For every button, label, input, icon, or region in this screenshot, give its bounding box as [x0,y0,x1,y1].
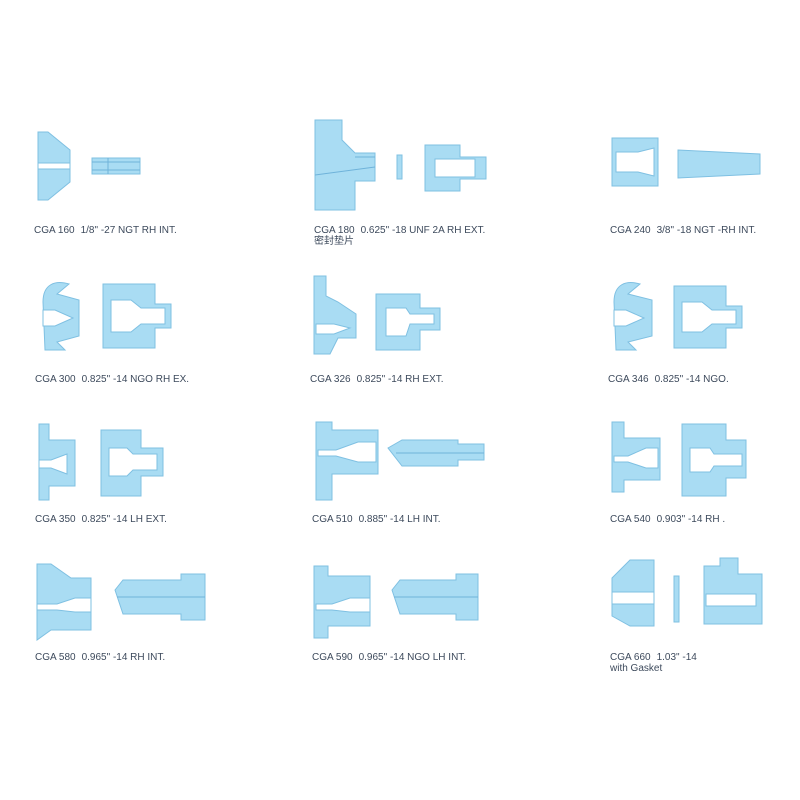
fitting-label: CGA 240 3/8" -18 NGT -RH INT. [610,225,756,236]
fitting-note: with Gasket [610,663,663,674]
fitting-label: CGA 580 0.965" -14 RH INT. [35,652,165,663]
fitting-code: CGA 326 [310,374,351,385]
fitting-label: CGA 346 0.825" -14 NGO. [608,374,729,385]
fitting-spec: 0.825" -14 NGO RH EX. [81,374,190,385]
cga-350-drawing [38,423,164,501]
cga-240-drawing [611,137,761,187]
fitting-code: CGA 590 [312,652,353,663]
fitting-label: CGA 180 0.625" -18 UNF 2A RH EXT. 密封垫片 [314,225,485,247]
fitting-code: CGA 580 [35,652,76,663]
fitting-cga-326: CGA 326 0.825" -14 RH EXT. [310,268,570,413]
fitting-label: CGA 660 1.03" -14 with Gasket [610,652,697,674]
fitting-spec: 0.825" -14 RH EXT. [356,374,444,385]
cga-590-drawing [313,565,479,639]
cga-160-drawing [37,131,141,201]
fitting-cga-540: CGA 540 0.903" -14 RH . [610,418,800,563]
fitting-label: CGA 326 0.825" -14 RH EXT. [310,374,444,385]
fitting-code: CGA 240 [610,225,651,236]
fitting-spec: 0.903" -14 RH . [656,514,726,525]
fitting-spec: 0.965" -14 RH INT. [81,652,166,663]
fitting-spec: 0.885" -14 LH INT. [358,514,441,525]
fitting-spec: 0.965" -14 NGO LH INT. [358,652,467,663]
fitting-label: CGA 510 0.885" -14 LH INT. [312,514,441,525]
fitting-code: CGA 180 [314,225,355,236]
cga-346-drawing [613,282,743,351]
fitting-code: CGA 350 [35,514,76,525]
cga-580-drawing [36,563,206,641]
fitting-label: CGA 540 0.903" -14 RH . [610,514,725,525]
fitting-code: CGA 346 [608,374,649,385]
fitting-label: CGA 590 0.965" -14 NGO LH INT. [312,652,466,663]
fitting-spec: 0.825" -14 LH EXT. [81,514,167,525]
cga-300-drawing [42,282,172,351]
fitting-cga-660: CGA 660 1.03" -14 with Gasket [610,556,800,701]
fitting-cga-590: CGA 590 0.965" -14 NGO LH INT. [312,562,572,707]
fitting-cga-180: CGA 180 0.625" -18 UNF 2A RH EXT. 密封垫片 [310,115,570,260]
fitting-spec: 0.825" -14 NGO. [654,374,729,385]
fitting-cga-510: CGA 510 0.885" -14 LH INT. [312,418,572,563]
fitting-code: CGA 660 [610,652,651,663]
fitting-spec: 1.03" -14 [656,652,697,663]
fitting-code: CGA 540 [610,514,651,525]
fitting-spec: 0.625" -18 UNF 2A RH EXT. [360,225,486,236]
fitting-cga-346: CGA 346 0.825" -14 NGO. [608,272,800,417]
fitting-cga-240: CGA 240 3/8" -18 NGT -RH INT. [610,130,800,275]
fitting-cga-300: CGA 300 0.825" -14 NGO RH EX. [35,272,295,417]
cga-660-drawing [611,557,763,627]
fitting-cga-350: CGA 350 0.825" -14 LH EXT. [35,418,295,563]
cga-540-drawing [611,421,747,497]
fitting-label: CGA 160 1/8" -27 NGT RH INT. [34,225,177,236]
fitting-cga-580: CGA 580 0.965" -14 RH INT. [35,562,295,707]
fitting-note: 密封垫片 [314,236,354,247]
fitting-spec: 3/8" -18 NGT -RH INT. [656,225,757,236]
fitting-code: CGA 160 [34,225,75,236]
fitting-label: CGA 350 0.825" -14 LH EXT. [35,514,167,525]
fitting-code: CGA 300 [35,374,76,385]
cga-180-drawing [314,119,487,211]
fitting-label: CGA 300 0.825" -14 NGO RH EX. [35,374,189,385]
fitting-cga-160: CGA 160 1/8" -27 NGT RH INT. [30,120,290,265]
cga-510-drawing [315,421,485,501]
fitting-spec: 1/8" -27 NGT RH INT. [80,225,177,236]
fitting-code: CGA 510 [312,514,353,525]
cga-326-drawing [313,275,441,355]
